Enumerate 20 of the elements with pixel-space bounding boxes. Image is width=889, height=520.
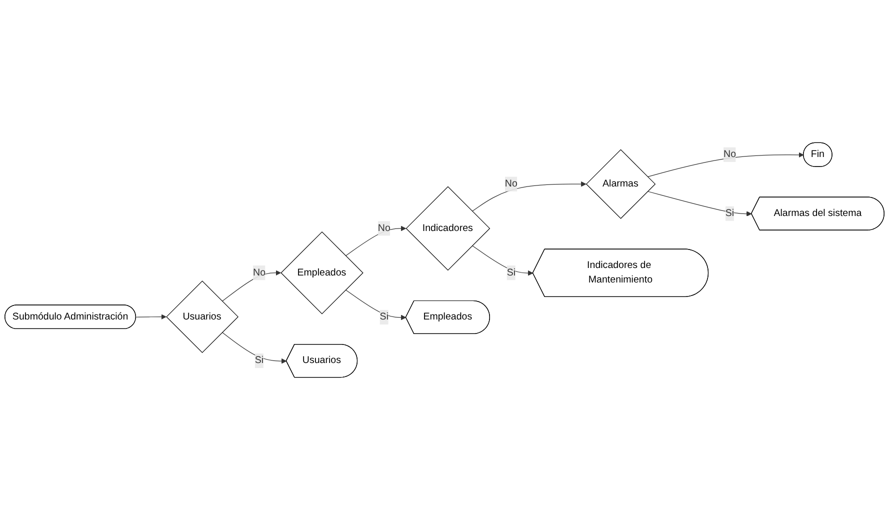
arrow <box>647 191 752 216</box>
edge-label: Si <box>725 208 734 218</box>
arrow <box>345 290 406 320</box>
edge-label: Si <box>254 355 264 366</box>
arrow <box>222 332 287 364</box>
node-diamond: Indicadores <box>406 186 490 271</box>
edge-label: No <box>253 267 266 278</box>
arrow <box>222 270 282 302</box>
edge-label: No <box>724 149 736 160</box>
arrow <box>345 226 406 256</box>
arrow <box>136 314 166 320</box>
arrow <box>472 181 586 212</box>
node-diamond: Alarmas <box>586 149 656 219</box>
edge-label: Si <box>506 267 516 278</box>
edge-label: No <box>504 178 518 189</box>
node-diamond: Empleados <box>280 231 364 314</box>
edge-label: Si <box>380 312 388 322</box>
arrow <box>647 152 804 178</box>
node-diamond: Usuarios <box>166 280 238 354</box>
edge-label: No <box>378 222 390 234</box>
